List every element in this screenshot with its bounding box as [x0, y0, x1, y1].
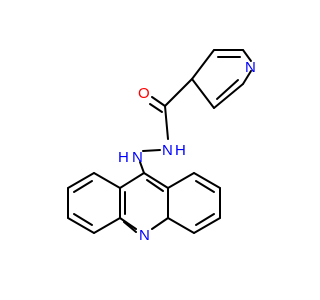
bond: [242, 70, 252, 85]
pyridine-ring: [191, 49, 252, 109]
bond: [191, 49, 215, 80]
atom-label-amide-nitrogen: N: [162, 142, 173, 159]
structure-diagram: O N N H N H N: [67, 49, 256, 244]
atom-label-pyridine-nitrogen: N: [245, 59, 256, 76]
bond: [119, 217, 137, 230]
bond: [67, 172, 95, 189]
bond: [123, 221, 137, 233]
bond: [193, 217, 221, 234]
bond: [149, 103, 163, 113]
bond: [167, 172, 195, 189]
atom-label-oxygen: O: [138, 85, 150, 102]
atom-label-amine-hydrogen: H: [118, 149, 129, 166]
bond: [119, 172, 145, 189]
bond: [93, 217, 121, 234]
amide-linker: [139, 78, 193, 174]
bond: [164, 78, 193, 107]
bond: [139, 161, 145, 174]
bond: [67, 217, 95, 234]
bond: [195, 213, 215, 226]
bond: [146, 179, 164, 192]
bond: [73, 180, 93, 193]
atom-label-amide-hydrogen: H: [175, 142, 186, 159]
bond: [216, 79, 239, 100]
bond: [164, 105, 169, 140]
bond: [73, 213, 93, 226]
bond: [195, 180, 215, 193]
bond: [242, 49, 252, 62]
bond: [167, 217, 195, 234]
bond: [143, 172, 169, 189]
molecule-drawing: O N N H N H N: [67, 49, 256, 244]
atom-label-amine-nitrogen: N: [132, 149, 143, 166]
bond: [193, 172, 221, 189]
bond: [151, 217, 169, 230]
acridine-core: [67, 172, 221, 234]
atom-label-acridine-nitrogen: N: [139, 227, 150, 244]
bond: [191, 78, 215, 109]
bond: [142, 149, 161, 152]
bond: [93, 172, 121, 189]
bond: [213, 83, 244, 109]
bond: [151, 96, 166, 107]
